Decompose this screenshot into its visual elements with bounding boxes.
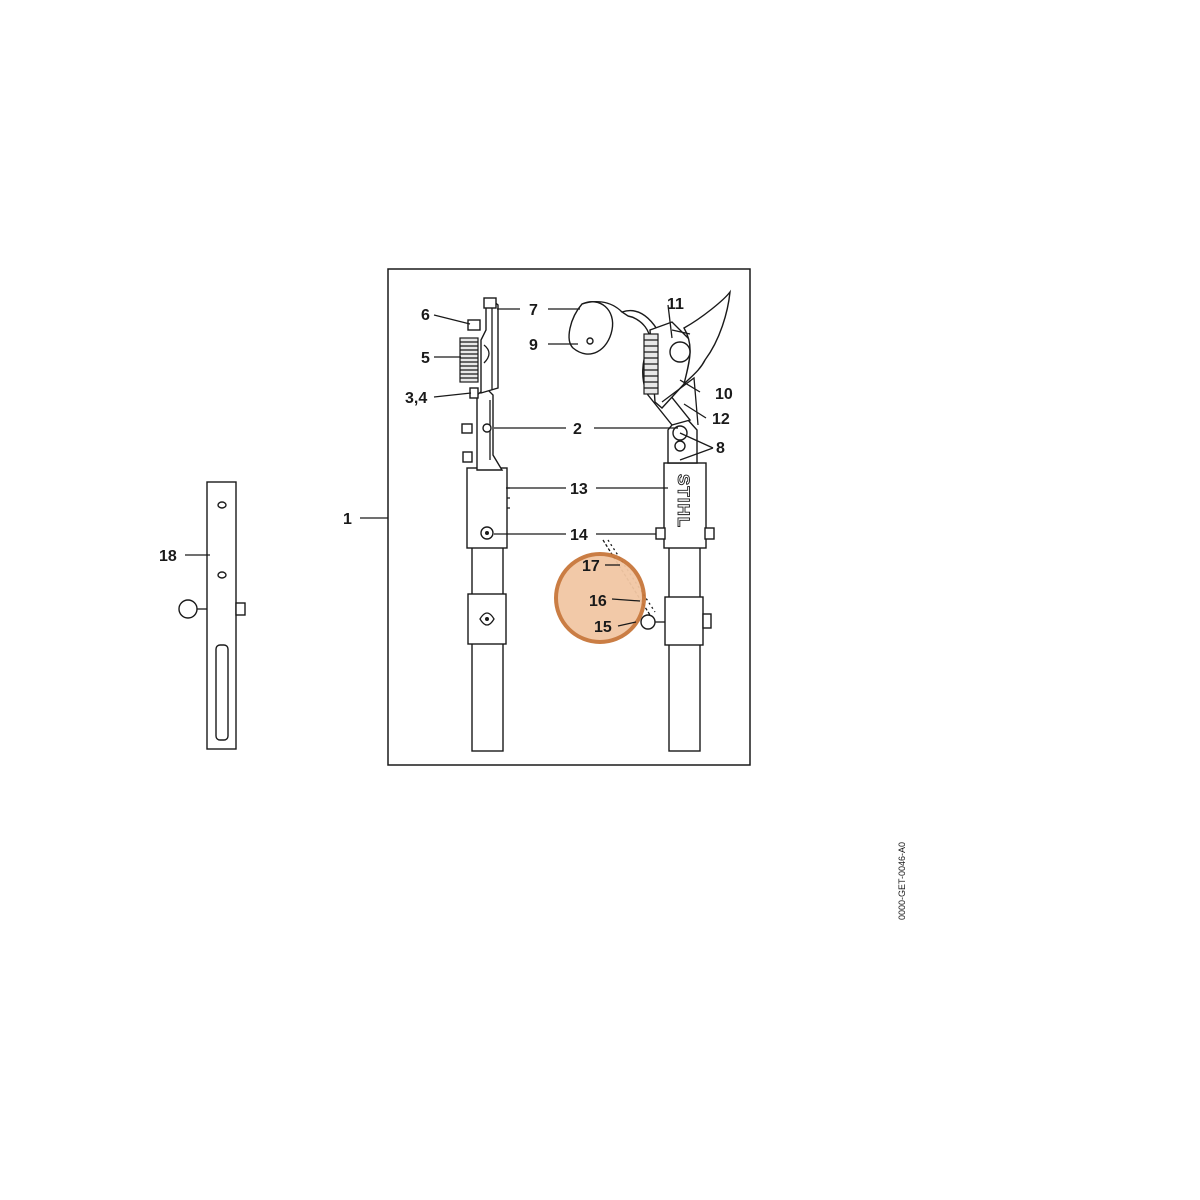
callout-18: 18: [159, 548, 177, 565]
leader-lines: [185, 304, 714, 627]
callout-2: 2: [573, 421, 582, 438]
callout-14: 14: [570, 527, 588, 544]
callout-16: 16: [589, 593, 607, 610]
right-pole-front-view: STIHL: [568, 289, 731, 752]
left-pole-side-view: [459, 297, 510, 752]
callout-12: 12: [712, 411, 730, 428]
callout-3-4: 3,4: [405, 390, 427, 407]
callout-15: 15: [594, 619, 612, 636]
highlight-circle: [554, 552, 646, 644]
callout-1: 1: [343, 511, 352, 528]
extension-tube: [178, 481, 246, 750]
callout-11: 11: [667, 296, 684, 313]
callout-7: 7: [529, 302, 538, 319]
callout-10: 10: [715, 386, 733, 403]
callout-9: 9: [529, 337, 538, 354]
brand-logo: STIHL: [674, 474, 693, 528]
callout-6: 6: [421, 307, 430, 324]
callout-8: 8: [716, 440, 725, 457]
callout-17: 17: [582, 558, 600, 575]
assembly-frame: [387, 268, 751, 766]
drawing-code: 0000-GET-0046-A0: [897, 842, 907, 920]
callout-13: 13: [570, 481, 588, 498]
callout-5: 5: [421, 350, 430, 367]
